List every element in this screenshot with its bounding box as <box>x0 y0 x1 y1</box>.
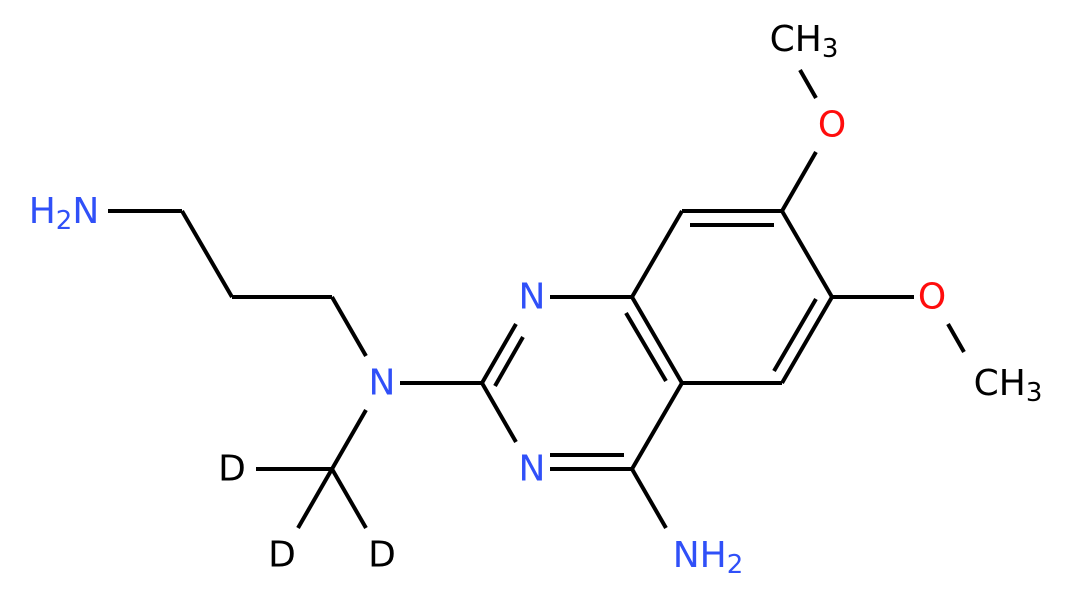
atom-d-3: D <box>368 535 396 576</box>
bond-c-d3 <box>330 468 368 529</box>
atom-ch3-right: CH3 <box>974 363 1043 409</box>
bond-c4-nh2 <box>630 468 668 529</box>
atom-n-tertiary: N <box>369 363 396 404</box>
atom-n-ring-1: N <box>519 277 546 318</box>
atom-ch3-top: CH3 <box>770 19 839 65</box>
atom-o-methoxy-top: O <box>818 105 846 146</box>
bond-c7-c6 <box>780 209 834 299</box>
bond-c2-n1-double <box>493 336 525 387</box>
atom-n-ring-3: N <box>519 449 546 490</box>
bond-o-ch3-top <box>798 69 818 99</box>
bond-c6-c5 <box>780 295 834 385</box>
bond-c8a-c4a-double <box>624 311 668 383</box>
bond-c3-n <box>330 296 368 357</box>
bond-c4a-c4 <box>630 381 684 471</box>
bond-c6-c5-double <box>772 297 818 373</box>
bond-n-cd3 <box>330 409 368 470</box>
bond-n3-c2 <box>480 382 518 443</box>
bond-c-d2 <box>296 468 334 529</box>
atom-labels: H2N N N N NH2 O O CH3 CH3 D D D <box>29 19 1043 581</box>
atom-h2n-label: H2N <box>29 191 100 237</box>
bond-o-ch3-right <box>946 323 966 353</box>
bond-c2-n1 <box>480 323 518 384</box>
atom-d-1: D <box>218 449 246 490</box>
atom-d-2: D <box>268 535 296 576</box>
bond-c8a-c4a <box>630 295 684 385</box>
atom-nh2-label: NH2 <box>673 535 744 581</box>
bond-c1-c2 <box>180 209 234 299</box>
bond-c8a-c8 <box>630 209 684 299</box>
bond-c7-o <box>780 151 818 212</box>
atom-o-methoxy-right: O <box>918 277 946 318</box>
bonds <box>108 69 966 529</box>
